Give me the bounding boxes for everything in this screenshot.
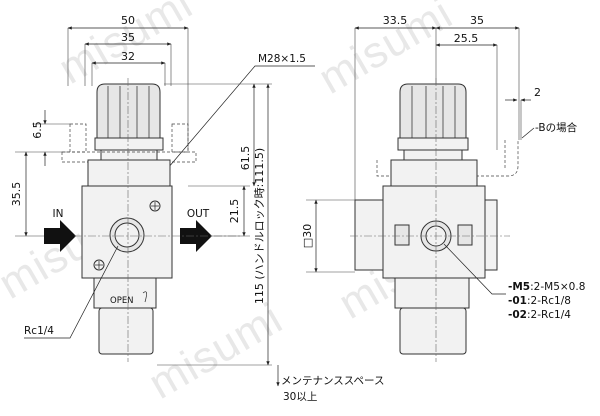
dim-35: 35 — [121, 31, 135, 44]
knob-body — [96, 83, 161, 139]
dim-2: 2 — [534, 86, 541, 99]
side-tab — [457, 224, 473, 246]
dim-35-5: 35.5 — [10, 182, 23, 207]
dim-21-5: 21.5 — [228, 199, 241, 224]
adjustment-knob — [94, 83, 164, 161]
dim-61-5: 61.5 — [239, 146, 252, 171]
in-label: IN — [53, 208, 64, 220]
knob-ring — [94, 137, 164, 151]
port-leader — [24, 245, 119, 339]
thread-leader — [167, 65, 315, 169]
left-view: 50 35 32 M28×1.5 6.5 — [10, 14, 385, 403]
right-fitting — [484, 199, 498, 271]
lock-section — [394, 277, 470, 309]
knob-ring — [397, 137, 469, 151]
port-spec-leader — [443, 243, 506, 295]
dim-50: 50 — [121, 14, 135, 27]
port-label: Rc1/4 — [24, 325, 54, 337]
bracket-leader — [521, 127, 535, 139]
panel-nut-left — [69, 123, 87, 153]
dim-115: 115 (ハンドルロック時:111.5) — [253, 148, 266, 304]
upper-body — [390, 159, 478, 187]
dim-sq30: □30 — [301, 224, 314, 248]
dim-32: 32 — [121, 50, 135, 63]
adjustment-knob — [397, 83, 469, 161]
regulator-body — [354, 159, 498, 355]
port-inner — [114, 222, 140, 248]
bracket-outline — [376, 140, 519, 177]
maintenance-line1: メンテナンススペース — [281, 375, 385, 387]
dim-33-5: 33.5 — [383, 14, 408, 27]
bonnet-neck — [403, 149, 463, 161]
out-label: OUT — [187, 208, 210, 220]
port-spec-list: -M5:2-M5×0.8 -01:2-Rc1/8 -02:2-Rc1/4 — [508, 281, 585, 321]
lock-section — [93, 277, 157, 309]
open-label: OPEN — [110, 296, 134, 306]
bracket-label: -Bの場合 — [535, 121, 578, 134]
port-spec-01: -01:2-Rc1/8 — [508, 295, 571, 307]
side-tab — [394, 224, 410, 246]
dim-35r: 35 — [470, 14, 484, 27]
bonnet-neck — [100, 149, 158, 161]
port-spec-m5: -M5:2-M5×0.8 — [508, 281, 585, 293]
maintenance-line2: 30以上 — [283, 391, 317, 403]
regulator-body: OPEN — [81, 159, 173, 355]
in-arrow-icon — [44, 220, 76, 252]
dim-6-5: 6.5 — [31, 121, 44, 139]
bowl — [399, 307, 467, 355]
right-view: 33.5 35 25.5 2 -Bの場合 — [301, 14, 585, 362]
knob-body — [399, 83, 467, 139]
open-arrow-icon — [142, 291, 147, 303]
thread-label: M28×1.5 — [258, 53, 306, 65]
dim-25-5: 25.5 — [454, 32, 479, 45]
bowl — [98, 307, 154, 355]
upper-body — [87, 159, 171, 187]
left-fitting — [354, 199, 384, 271]
port-spec-02: -02:2-Rc1/4 — [508, 309, 571, 321]
